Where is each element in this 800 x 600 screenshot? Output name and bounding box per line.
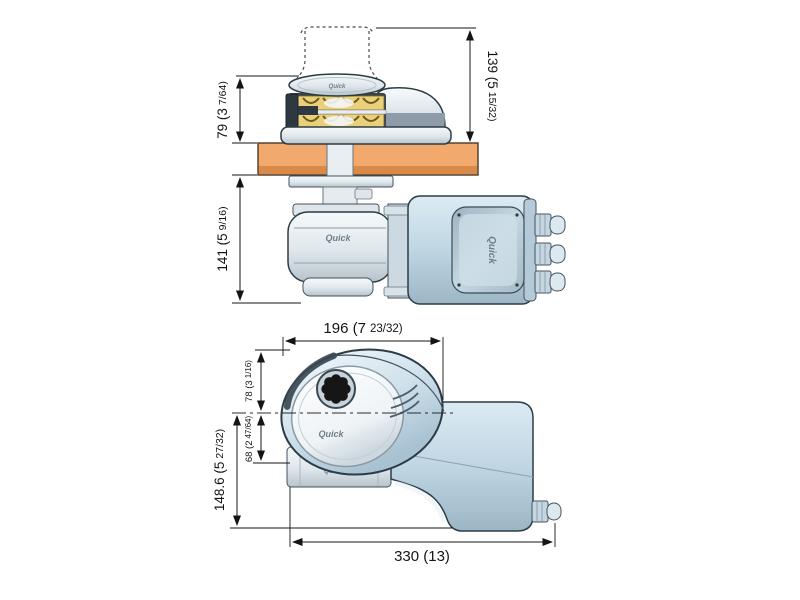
- gypsy-cone-highlight-top: [324, 98, 354, 108]
- dim-68-label: 68 (247/64): [244, 415, 255, 462]
- cable-gland-3: [534, 270, 566, 294]
- dim-139-label: 139 (515/32): [485, 50, 500, 121]
- dim-141-label: 141 (59/16): [215, 206, 230, 271]
- neck-bolt: [354, 188, 373, 200]
- cable-gland-1: [534, 213, 566, 237]
- dim-gypsy-height-above-deck: 79 (37/64): [215, 75, 299, 144]
- below-deck-unit: Quick: [287, 175, 415, 299]
- top-view: Quick Quick: [215, 26, 566, 305]
- motor-housing: Quick: [407, 195, 566, 305]
- gypsy-cover-oval: Quick: [280, 348, 445, 476]
- motor-end-cap: [523, 198, 537, 302]
- dim-148-label: 148.6 (527/32): [212, 429, 227, 511]
- chainpipe-right-edge: [368, 31, 378, 79]
- gypsy-chainwheel: Quick: [285, 73, 387, 133]
- drum-brand-logo: Quick: [318, 429, 344, 439]
- chainpipe-left-edge: [296, 31, 306, 79]
- gearbox-ribs: [294, 227, 386, 264]
- panel-screws: [457, 213, 519, 287]
- side-view: Quick: [212, 320, 562, 565]
- gearbox-bottom-cap: [302, 277, 374, 297]
- deck-base-plate: [280, 126, 452, 145]
- cable-gland-2: [534, 242, 566, 266]
- chain-dome-band: [374, 113, 445, 128]
- motor-coupling-flange: [387, 203, 411, 299]
- cable-glands: [534, 213, 566, 294]
- dim-78-label: 78 (31/16): [244, 360, 255, 402]
- chainpipe-dashed-outline: [296, 26, 378, 79]
- chainpipe-top-arc: [300, 26, 374, 34]
- dim-overall-length: 330 (13): [289, 487, 556, 565]
- side-cable-gland: [531, 500, 562, 523]
- dim-below-deck-depth: 141 (59/16): [215, 174, 301, 304]
- gypsy-top-cap-rim: [297, 77, 377, 93]
- motor-concave-highlight: [394, 480, 447, 523]
- stripper-finger: [298, 106, 318, 115]
- clutch-socket: [316, 369, 356, 409]
- gypsy-cone-highlight-bottom: [324, 116, 354, 126]
- oval-cover-seam: [334, 354, 445, 412]
- dim-axis-to-unit-bottom: 148.6 (527/32): [212, 415, 452, 529]
- under-deck-flange: [288, 175, 394, 188]
- deck-board: [257, 142, 479, 176]
- deck-plank-shadow: [259, 166, 477, 174]
- motor-brand-logo: Quick: [486, 236, 497, 264]
- dim-330-label: 330 (13): [394, 548, 450, 565]
- gearbox-brand-logo: Quick: [325, 233, 351, 243]
- dim-79-label: 79 (37/64): [215, 81, 230, 139]
- motor-cover-highlight: [459, 214, 517, 286]
- dim-axis-to-cover-top: 78 (31/16): [244, 349, 290, 411]
- socket-star: [321, 374, 351, 404]
- cover-vent-lines: [389, 384, 420, 418]
- dim-overall-height-above-deck: 139 (515/32): [376, 27, 500, 142]
- gearbox-body: [287, 211, 393, 283]
- cap-brand-logo: Quick: [329, 84, 346, 90]
- dim-axis-to-drum-base: 68 (247/64): [244, 415, 290, 464]
- oval-dark-crescent: [283, 352, 338, 410]
